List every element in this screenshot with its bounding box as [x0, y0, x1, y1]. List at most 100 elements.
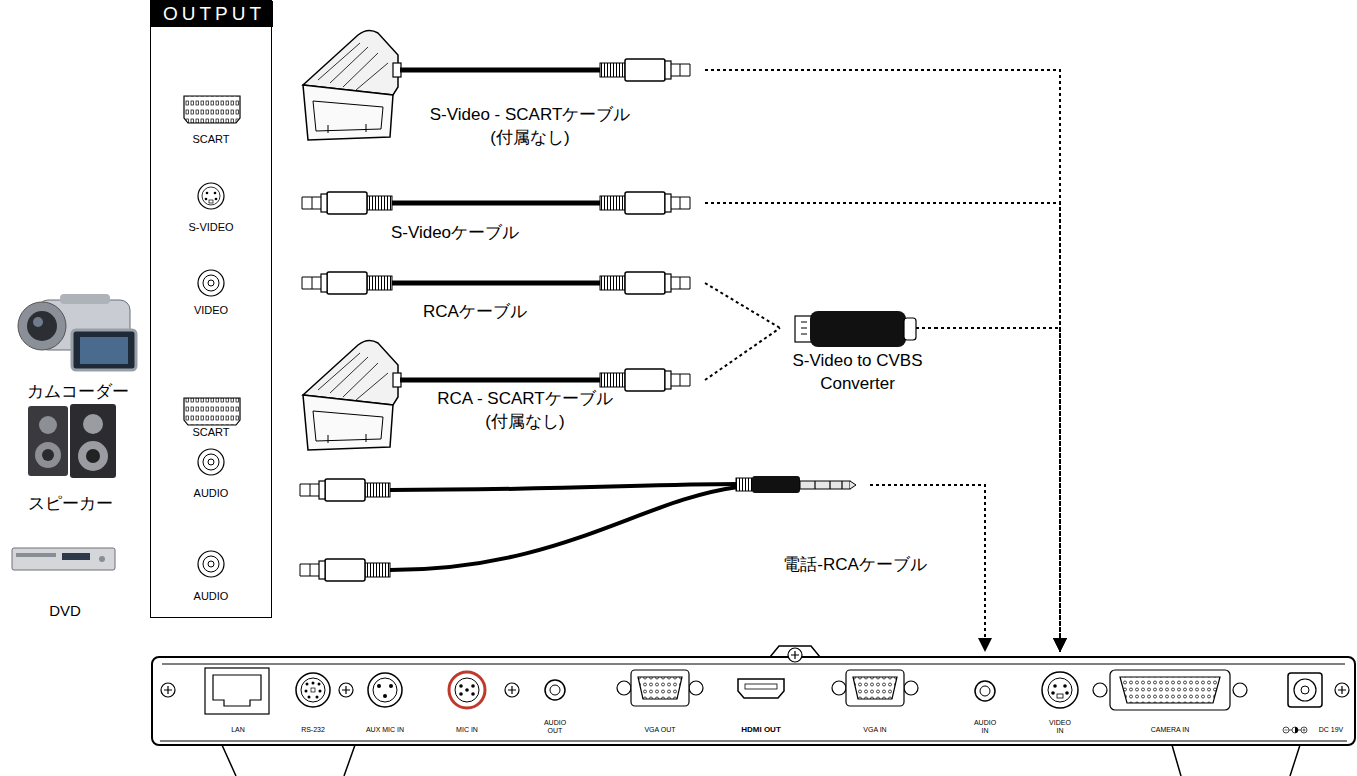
converter-picture: [801, 322, 807, 334]
cable: 電話-RCAケーブル: [295, 470, 870, 580]
rear-panel: [455, 678, 479, 702]
rear-panel: [312, 682, 315, 685]
node-text: S-Video to CVBS Converter: [780, 350, 935, 396]
rear-panel: [471, 684, 475, 688]
rear-panel: [306, 683, 309, 686]
label-holder: RS-232: [293, 726, 333, 734]
node-text: S-Videoケーブル: [335, 222, 575, 245]
dotted-connector: [705, 70, 1060, 652]
text-holder: S-Video to CVBS Converter: [780, 350, 935, 396]
rear-panel: [505, 683, 519, 697]
cable-drawings: [300, 479, 390, 501]
device-name: DVD: [25, 602, 105, 619]
rear-panel: [471, 692, 475, 696]
port-label: MIC IN: [447, 726, 487, 734]
panel-ports: [206, 192, 209, 195]
rear-panel: [339, 683, 353, 697]
title-band: OUTPUT: [151, 1, 273, 27]
label-holder: AUX MIC IN: [360, 726, 410, 734]
rear-panel: [459, 684, 463, 688]
rear-panel: [459, 692, 463, 696]
cable-drawings: [752, 476, 800, 493]
device-name: スピーカー: [5, 494, 135, 514]
label-holder: AUDIO: [171, 590, 251, 603]
dvd-player-picture: [12, 548, 115, 570]
label-holder: VIDEO: [171, 304, 251, 317]
label-holder: VGA OUT: [635, 726, 685, 734]
camcorder-picture: [33, 317, 43, 327]
dotted-connector: [705, 328, 780, 380]
text-holder: VIDEO IN: [1047, 719, 1073, 734]
rear-panel: [465, 688, 469, 692]
converter-picture: [810, 311, 906, 347]
port-label: HDMI OUT: [736, 725, 786, 734]
cable: RCA - SCARTケーブル(付属なし): [295, 330, 705, 445]
camcorder-picture: [72, 330, 136, 370]
cable: S-Videoケーブル: [295, 185, 705, 247]
rear-panel: [311, 688, 315, 692]
cable-drawings: [736, 478, 752, 491]
converter-picture: [904, 318, 916, 340]
port-label: AUDIO: [171, 487, 251, 500]
rear-panel: [980, 686, 990, 696]
rear-panel: [383, 694, 387, 698]
label-holder: DC 19V: [1313, 726, 1349, 734]
speaker-picture: [78, 441, 108, 471]
rear-panel: [1295, 727, 1298, 733]
converter: S-Video to CVBS Converter: [780, 305, 935, 400]
panel-ports: [184, 398, 240, 425]
node-text: S-Video - SCARTケーブル: [410, 104, 650, 127]
dotted-connector: [935, 328, 1060, 652]
panel-ports: [208, 459, 214, 465]
rear-panel: [318, 683, 321, 686]
cable-drawings: [815, 481, 842, 489]
cable-drawings: [850, 481, 856, 489]
rear-panel: [1288, 673, 1322, 707]
device-name: カムコーダー: [8, 382, 148, 402]
node-text: 電話-RCAケーブル: [780, 554, 930, 577]
port-label: AUDIO OUT: [542, 719, 568, 735]
rear-panel: [617, 670, 703, 706]
port-label: SCART: [171, 133, 251, 146]
port-label: VIDEO: [171, 304, 251, 317]
label-holder: LAN: [218, 726, 258, 734]
speaker-picture: [39, 416, 57, 434]
dotted-connector: [705, 283, 780, 328]
rear-panel: [222, 745, 1300, 776]
port-label: CAMERA IN: [1145, 726, 1195, 734]
dvd-player-picture: [62, 553, 90, 560]
port-label: RS-232: [293, 726, 333, 734]
speaker-picture: [42, 449, 54, 461]
speaker-picture: [28, 404, 116, 478]
rear-panel: [316, 696, 319, 699]
port-label: LAN: [218, 726, 258, 734]
panel-ports: [198, 183, 224, 209]
port: VIDEO IN: [1035, 652, 1085, 740]
label-holder: S-VIDEO: [171, 221, 251, 234]
converter-picture: [795, 311, 935, 347]
cable-drawings: [390, 487, 738, 570]
rear-panel: [213, 675, 261, 706]
rear-panel: [319, 690, 322, 693]
cable: RCAケーブル: [295, 268, 705, 328]
label-holder: CAMERA IN: [1145, 726, 1195, 734]
rear-panel: [745, 684, 777, 689]
panel-ports: [198, 270, 224, 296]
rear-panel: [389, 684, 393, 688]
node-text: VIDEO IN: [1047, 719, 1073, 734]
rear-panel: [1048, 678, 1072, 702]
cable-drawings: [392, 201, 600, 206]
rear-panel: [205, 668, 269, 714]
rear-panel: [1233, 683, 1247, 697]
rear-panel: [975, 681, 995, 701]
panel-ports: [203, 454, 219, 470]
cable-drawings: [600, 272, 690, 294]
label-holder: DVD: [25, 602, 105, 619]
rear-panel: [1053, 684, 1057, 688]
rear-panel: [152, 646, 1355, 776]
port-label: VGA IN: [850, 726, 900, 734]
panel-title: OUTPUT: [155, 1, 273, 27]
rear-panel: [545, 680, 565, 700]
rear-panel: [550, 685, 560, 695]
